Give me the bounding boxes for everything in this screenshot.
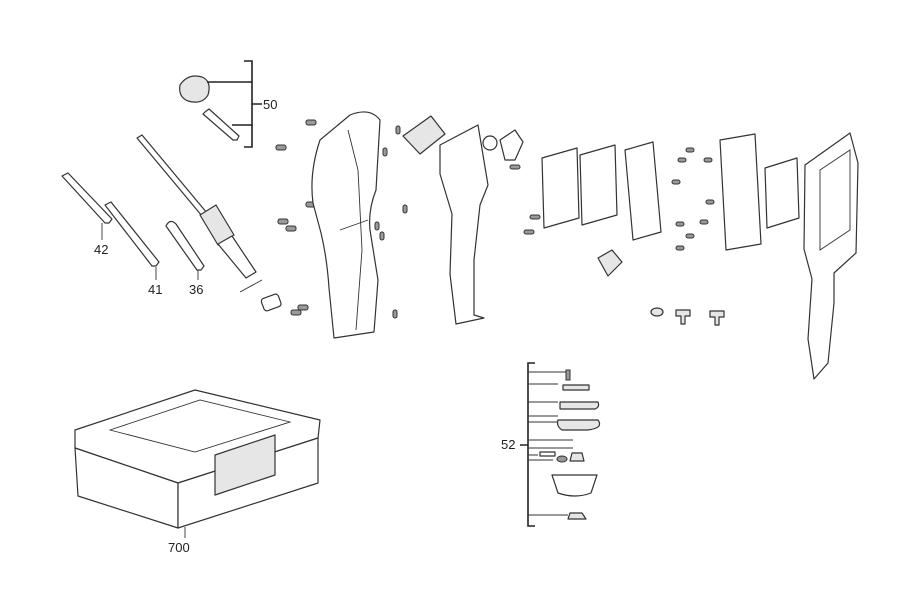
part-group-52: 52 (501, 362, 601, 527)
part-group-50: 50 (179, 60, 277, 148)
pin-part (239, 279, 263, 293)
rail-36: 36 (165, 220, 205, 297)
display-stack (541, 133, 800, 326)
label-36: 36 (189, 282, 203, 297)
knob-part (179, 75, 210, 103)
label-42: 42 (94, 242, 108, 257)
label-52: 52 (501, 437, 515, 452)
label-50: 50 (263, 97, 277, 112)
label-41: 41 (148, 282, 162, 297)
screws (275, 119, 715, 319)
housing-front (803, 132, 859, 380)
grommet-part (482, 135, 498, 151)
spring-part (199, 204, 235, 246)
cap-part (260, 293, 282, 312)
carrying-case-700: 700 (74, 389, 321, 555)
inner-frame (439, 124, 489, 325)
switch-part (402, 115, 446, 155)
bracket-50 (207, 60, 262, 148)
clip-part (202, 108, 240, 141)
housing-left (311, 111, 381, 339)
rail-42: 42 (61, 172, 113, 257)
rail-41: 41 (104, 201, 162, 297)
shaft-part (136, 134, 282, 312)
label-700: 700 (168, 540, 190, 555)
bracket-part (499, 129, 524, 161)
